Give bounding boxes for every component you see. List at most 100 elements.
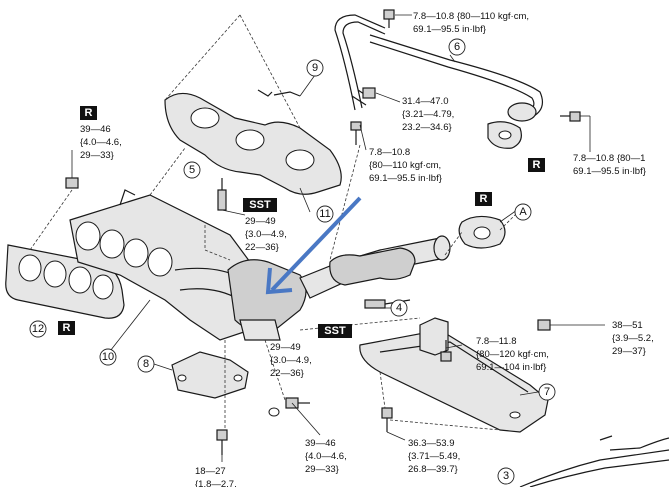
spec-heat-insulator: 7.8—10.8 {80—110 kgf·cm, 69.1—95.5 in·lb… bbox=[369, 147, 442, 184]
svg-text:R: R bbox=[85, 107, 93, 119]
svg-text:22—36}: 22—36} bbox=[245, 242, 279, 253]
svg-text:{80—110 kgf·cm,: {80—110 kgf·cm, bbox=[369, 160, 441, 171]
svg-text:{3.9—5.2,: {3.9—5.2, bbox=[612, 333, 654, 344]
svg-text:31.4—47.0: 31.4—47.0 bbox=[402, 96, 448, 107]
svg-text:29—37}: 29—37} bbox=[612, 346, 646, 357]
leader-lines bbox=[71, 14, 605, 462]
callout-9: 9 bbox=[306, 59, 324, 77]
badge-r-left-nut: R bbox=[80, 106, 97, 120]
svg-text:23.2—34.6}: 23.2—34.6} bbox=[402, 122, 452, 133]
svg-text:4: 4 bbox=[396, 302, 402, 314]
svg-text:{1.8—2.7,: {1.8—2.7, bbox=[195, 479, 237, 487]
nut-pipe-icon bbox=[362, 87, 376, 99]
nut-left-icon bbox=[65, 177, 79, 189]
badge-r-flange: R bbox=[475, 192, 492, 206]
heat-insulator-11 bbox=[164, 92, 342, 195]
svg-text:A: A bbox=[519, 206, 527, 218]
exhaust-manifold-10 bbox=[69, 189, 263, 341]
svg-text:{4.0—4.6,: {4.0—4.6, bbox=[80, 137, 122, 148]
svg-text:39—46: 39—46 bbox=[80, 124, 111, 135]
svg-text:R: R bbox=[480, 193, 488, 205]
bolt-cover-icon bbox=[381, 407, 393, 432]
svg-text:{3.21—4.79,: {3.21—4.79, bbox=[402, 109, 454, 120]
svg-text:29—49: 29—49 bbox=[245, 216, 276, 227]
badge-r-pipe: R bbox=[528, 158, 545, 172]
svg-text:6: 6 bbox=[454, 41, 460, 53]
svg-text:7.8—10.8: 7.8—10.8 bbox=[369, 147, 410, 158]
spec-bracket-bolt: 7.8—11.8 {80—120 kgf·cm, 69.1—104 in·lbf… bbox=[476, 336, 549, 373]
bolt-top-icon bbox=[383, 9, 395, 28]
svg-text:38—51: 38—51 bbox=[612, 320, 643, 331]
svg-text:26.8—39.7}: 26.8—39.7} bbox=[408, 464, 458, 475]
exhaust-pipe-3 bbox=[519, 435, 669, 487]
bolt-right-icon bbox=[560, 111, 581, 122]
svg-text:SST: SST bbox=[324, 325, 346, 337]
front-pipe bbox=[299, 235, 451, 299]
highlight-arrow bbox=[265, 196, 362, 295]
svg-text:7.8—10.8 {80—1: 7.8—10.8 {80—1 bbox=[573, 153, 645, 164]
svg-text:10: 10 bbox=[102, 351, 114, 363]
svg-text:{3.0—4.9,: {3.0—4.9, bbox=[245, 229, 287, 240]
spec-right-bolt: 7.8—10.8 {80—1 69.1—95.5 in·lbf} bbox=[573, 153, 646, 177]
svg-text:9: 9 bbox=[312, 62, 318, 74]
assembly-lines bbox=[29, 14, 521, 431]
svg-text:69.1—95.5 in·lbf}: 69.1—95.5 in·lbf} bbox=[413, 24, 486, 35]
callout-7: 7 bbox=[538, 383, 556, 401]
pipe-6 bbox=[334, 14, 543, 149]
svg-text:29—49: 29—49 bbox=[270, 342, 301, 353]
badge-r-gasket: R bbox=[58, 321, 75, 335]
lower-cover-7 bbox=[359, 329, 549, 433]
svg-text:3: 3 bbox=[503, 470, 509, 482]
pipe-bracket bbox=[419, 317, 449, 356]
svg-text:36.3—53.9: 36.3—53.9 bbox=[408, 438, 454, 449]
flange-gasket bbox=[458, 215, 506, 249]
sensor-5-icon bbox=[217, 178, 227, 211]
svg-text:SST: SST bbox=[249, 199, 271, 211]
spec-top-bolt: 7.8—10.8 {80—110 kgf·cm, 69.1—95.5 in·lb… bbox=[413, 11, 529, 35]
svg-text:8: 8 bbox=[143, 358, 149, 370]
svg-text:39—46: 39—46 bbox=[305, 438, 336, 449]
bolt-lower-icon bbox=[268, 397, 310, 417]
callout-8: 8 bbox=[137, 355, 155, 373]
svg-text:11: 11 bbox=[319, 208, 330, 220]
svg-text:69.1—95.5 in·lbf}: 69.1—95.5 in·lbf} bbox=[573, 166, 646, 177]
svg-text:22—36}: 22—36} bbox=[270, 368, 304, 379]
nut-right-icon bbox=[537, 319, 551, 331]
callout-11: 11 bbox=[316, 205, 334, 223]
svg-text:R: R bbox=[63, 322, 71, 334]
callout-3: 3 bbox=[497, 467, 515, 485]
spec-sensor-4: 29—49 {3.0—4.9, 22—36} bbox=[270, 342, 312, 379]
bolt-9-icon bbox=[257, 89, 301, 97]
badge-sst-4: SST bbox=[318, 324, 352, 338]
svg-text:7.8—10.8 {80—110 kgf·cm,: 7.8—10.8 {80—110 kgf·cm, bbox=[413, 11, 529, 22]
callout-4: 4 bbox=[390, 299, 408, 317]
bolt-bottom-icon bbox=[216, 429, 228, 455]
svg-text:7: 7 bbox=[544, 386, 550, 398]
spec-pipe-nut: 31.4—47.0 {3.21—4.79, 23.2—34.6} bbox=[402, 96, 454, 133]
svg-text:29—33}: 29—33} bbox=[305, 464, 339, 475]
spec-sensor-5: 29—49 {3.0—4.9, 22—36} bbox=[245, 216, 287, 253]
svg-text:{3.0—4.9,: {3.0—4.9, bbox=[270, 355, 312, 366]
spec-cover-bolt: 36.3—53.9 {3.71—5.49, 26.8—39.7} bbox=[408, 438, 460, 475]
svg-text:7.8—11.8: 7.8—11.8 bbox=[476, 336, 517, 347]
callout-5: 5 bbox=[183, 161, 201, 179]
svg-text:69.1—95.5 in·lbf}: 69.1—95.5 in·lbf} bbox=[369, 173, 442, 184]
callout-12: 12 bbox=[29, 320, 47, 338]
svg-text:18—27: 18—27 bbox=[195, 466, 226, 477]
callout-10: 10 bbox=[99, 348, 117, 366]
spec-bottom-bolt: 18—27 {1.8—2.7, bbox=[195, 466, 237, 487]
callout-A: A bbox=[514, 203, 532, 221]
bracket-8 bbox=[171, 351, 249, 399]
callout-6: 6 bbox=[448, 38, 466, 56]
svg-text:{80—120 kgf·cm,: {80—120 kgf·cm, bbox=[476, 349, 549, 360]
svg-text:{3.71—5.49,: {3.71—5.49, bbox=[408, 451, 460, 462]
bolt-insulator-icon bbox=[350, 121, 362, 145]
svg-text:69.1—104 in·lbf}: 69.1—104 in·lbf} bbox=[476, 362, 546, 373]
spec-lower-bolt: 39—46 {4.0—4.6, 29—33} bbox=[305, 438, 347, 475]
svg-text:29—33}: 29—33} bbox=[80, 150, 114, 161]
bolt-bracket-icon bbox=[440, 340, 452, 362]
svg-text:12: 12 bbox=[32, 323, 44, 335]
svg-text:5: 5 bbox=[189, 164, 195, 176]
